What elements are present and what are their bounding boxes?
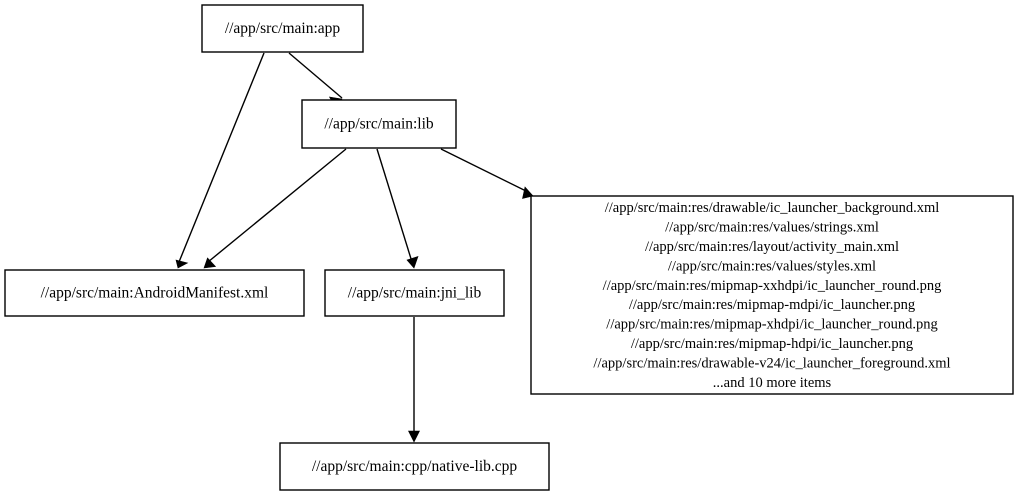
edge-app-to-manifest <box>175 52 265 269</box>
edge-app-to-lib <box>288 52 343 107</box>
node-label: //app/src/main:jni_lib <box>348 285 482 302</box>
resource-line: ...and 10 more items <box>713 375 832 391</box>
node-resources[interactable]: //app/src/main:res/drawable/ic_launcher_… <box>530 195 1014 395</box>
resource-line: //app/src/main:res/drawable/ic_launcher_… <box>605 200 940 216</box>
node-box <box>301 99 457 149</box>
resource-line: //app/src/main:res/values/styles.xml <box>668 258 876 274</box>
node-box <box>530 195 1014 395</box>
edge-line <box>178 52 265 263</box>
nodes-layer: //app/src/main:app //app/src/main:lib //ap… <box>4 4 1014 491</box>
node-app[interactable]: //app/src/main:app <box>201 4 364 53</box>
resource-line: //app/src/main:res/mipmap-hdpi/ic_launch… <box>631 336 913 352</box>
node-box <box>279 442 550 491</box>
node-jni_lib[interactable]: //app/src/main:jni_lib <box>324 269 505 317</box>
edge-line <box>440 148 529 193</box>
arrowhead-icon <box>406 256 419 269</box>
node-label: //app/src/main:lib <box>324 116 434 133</box>
edge-jni-to-native <box>408 317 420 443</box>
node-label: //app/src/main:AndroidManifest.xml <box>41 285 269 302</box>
edges-layer <box>175 52 534 443</box>
edge-line <box>207 148 347 263</box>
node-label: //app/src/main:app <box>225 20 341 37</box>
node-manifest[interactable]: //app/src/main:AndroidManifest.xml <box>4 269 305 317</box>
resource-line: //app/src/main:res/values/strings.xml <box>665 220 879 236</box>
edge-lib-to-jni <box>376 148 419 269</box>
resource-line: //app/src/main:res/drawable-v24/ic_launc… <box>593 355 950 371</box>
node-native_lib[interactable]: //app/src/main:cpp/native-lib.cpp <box>279 442 550 491</box>
node-box <box>324 269 505 317</box>
resource-line: //app/src/main:res/layout/activity_main.… <box>645 239 899 255</box>
resource-line: //app/src/main:res/mipmap-xhdpi/ic_launc… <box>606 317 937 333</box>
arrowhead-icon <box>175 259 189 269</box>
edge-lib-to-manifest <box>203 148 347 269</box>
edge-line <box>288 52 343 99</box>
node-label: //app/src/main:cpp/native-lib.cpp <box>312 458 518 475</box>
node-box <box>201 4 364 53</box>
edge-lib-to-resources <box>440 148 534 199</box>
node-lib[interactable]: //app/src/main:lib <box>301 99 457 149</box>
arrowhead-icon <box>203 257 217 269</box>
arrowhead-icon <box>408 430 420 443</box>
edge-line <box>376 148 413 263</box>
resource-line: //app/src/main:res/mipmap-xxhdpi/ic_laun… <box>603 278 942 294</box>
node-box <box>4 269 305 317</box>
resource-line: //app/src/main:res/mipmap-mdpi/ic_launch… <box>629 297 915 313</box>
